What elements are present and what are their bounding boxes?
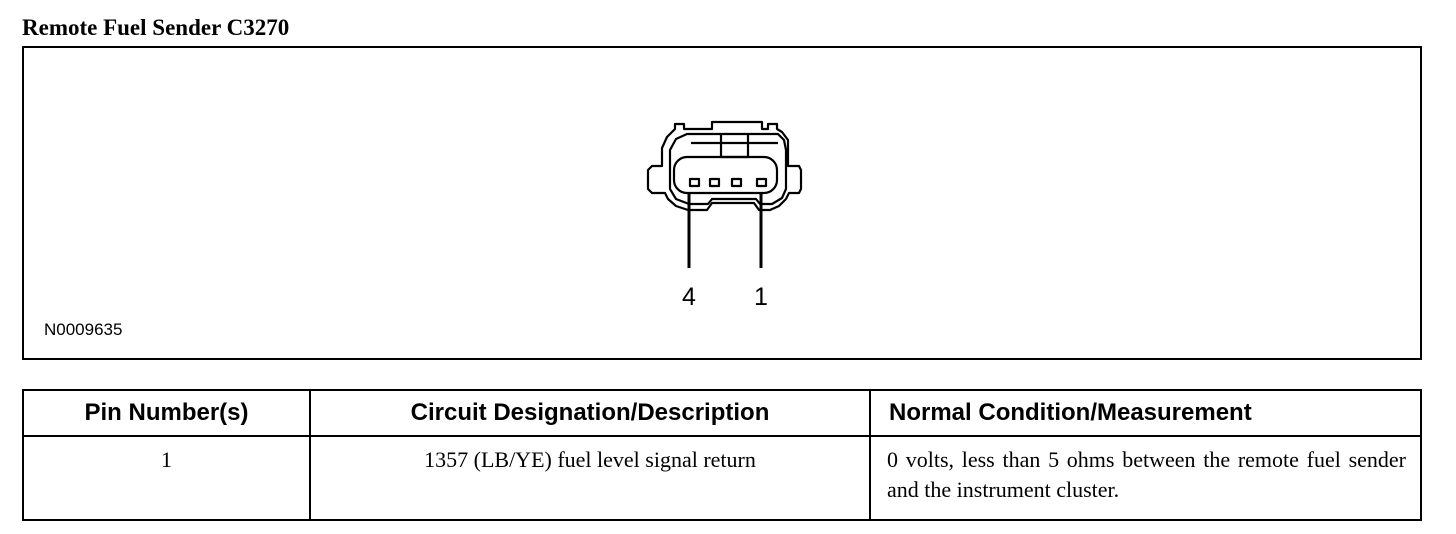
connector-latch [719, 141, 750, 159]
connector-top-key [691, 134, 778, 145]
cell-normal-condition: 0 volts, less than 5 ohms between the re… [869, 435, 1422, 521]
pin-table: Pin Number(s) Circuit Designation/Descri… [22, 389, 1422, 521]
terminal-3 [708, 177, 721, 188]
pin-label-1: 1 [754, 283, 768, 311]
figure-id: N0009635 [44, 320, 123, 339]
cell-pin-number: 1 [22, 435, 311, 521]
connector-drawing [646, 120, 803, 268]
page-title: Remote Fuel Sender C3270 [22, 15, 290, 40]
connector-figure: 4 1 N0009635 [22, 46, 1422, 360]
terminal-1 [755, 177, 768, 188]
terminal-4 [688, 177, 701, 188]
terminal-cavity [672, 155, 779, 195]
header-normal-condition: Normal Condition/Measurement [869, 389, 1422, 437]
table-row: 1 1357 (LB/YE) fuel level signal return … [22, 435, 1422, 521]
header-pin-number: Pin Number(s) [22, 389, 311, 437]
header-circuit-designation: Circuit Designation/Description [309, 389, 871, 437]
table-header-row: Pin Number(s) Circuit Designation/Descri… [22, 389, 1422, 437]
connector-housing [646, 120, 803, 212]
pin-label-4: 4 [682, 283, 696, 311]
cell-circuit-designation: 1357 (LB/YE) fuel level signal return [309, 435, 871, 521]
terminal-2 [730, 177, 743, 188]
